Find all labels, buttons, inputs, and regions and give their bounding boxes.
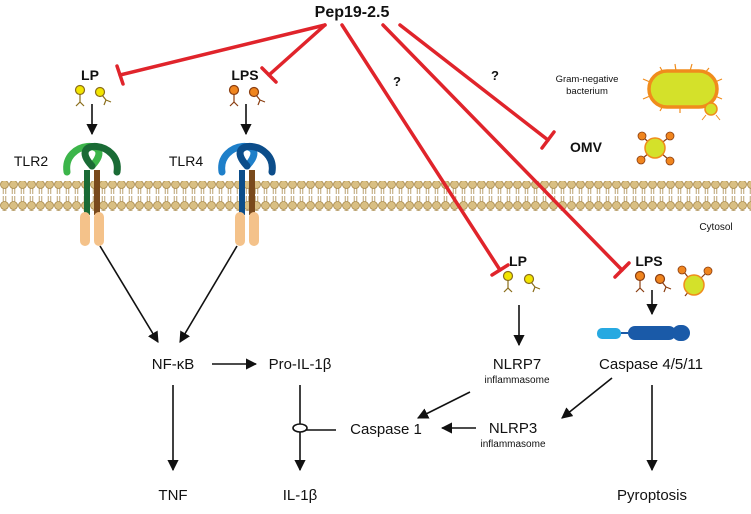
tlr4-label: TLR4 (169, 153, 203, 169)
nlrp3-label: NLRP3 (489, 420, 537, 437)
arrow-nlrp7-caspase1 (416, 391, 471, 419)
tlr4-receptor (218, 143, 276, 246)
question-mark-1: ? (393, 74, 401, 89)
lps-molecules-cytosol (634, 270, 672, 293)
tlr2-receptor (63, 143, 121, 246)
pathway-arrows (86, 104, 658, 472)
pyroptosis-label: Pyroptosis (617, 487, 687, 504)
il1b-label: IL-1β (283, 487, 318, 504)
inhibit-lp-top (115, 23, 327, 86)
inhibit-lps-top (260, 23, 327, 84)
lp-cytosol-label: LP (509, 253, 527, 269)
caspase-1-label: Caspase 1 (350, 421, 422, 438)
inhibit-omv (398, 23, 556, 150)
caspase-4511-label: Caspase 4/5/11 (599, 356, 703, 373)
nlrp7-label: NLRP7 (493, 356, 541, 373)
lp-molecules-top (74, 84, 112, 107)
arrow-tlr2-nfkb (99, 245, 159, 343)
omv-vesicle-cytosol-icon (677, 265, 713, 297)
inhibition-lines (115, 23, 631, 279)
arrow-caspase4511-nlrp3 (561, 377, 613, 419)
question-mark-2: ? (491, 68, 499, 83)
bacterium-icon (642, 63, 723, 121)
cytosol-label: Cytosol (699, 222, 732, 233)
tnf-label: TNF (158, 487, 187, 504)
cell-membrane (0, 181, 751, 211)
lp-top-label: LP (81, 67, 99, 83)
pro-il1b-label: Pro-IL-1β (269, 356, 332, 373)
lps-cytosol-label: LPS (635, 253, 662, 269)
tlr2-label: TLR2 (14, 153, 48, 169)
inhibit-lp-cytosol (340, 23, 510, 277)
lps-top-label: LPS (231, 67, 258, 83)
nfkb-label: NF-κB (152, 356, 195, 373)
caspase-domain-icon (597, 325, 690, 341)
omv-label: OMV (570, 139, 603, 155)
nlrp3-sub-label: inflammasome (480, 439, 545, 450)
nlrp7-sub-label: inflammasome (484, 375, 549, 386)
lp-molecules-cytosol (502, 270, 541, 293)
inhibit-lps-cytosol (381, 23, 631, 279)
caspase1-cleavage (292, 423, 336, 433)
bacterium-label-line1: Gram-negative (556, 74, 619, 85)
arrow-tlr4-nfkb (179, 245, 238, 343)
lps-molecules-top (228, 84, 266, 107)
peptide-label: Pep19-2.5 (315, 4, 390, 21)
omv-vesicle-icon (636, 131, 675, 166)
bacterium-label-line2: bacterium (566, 86, 608, 97)
